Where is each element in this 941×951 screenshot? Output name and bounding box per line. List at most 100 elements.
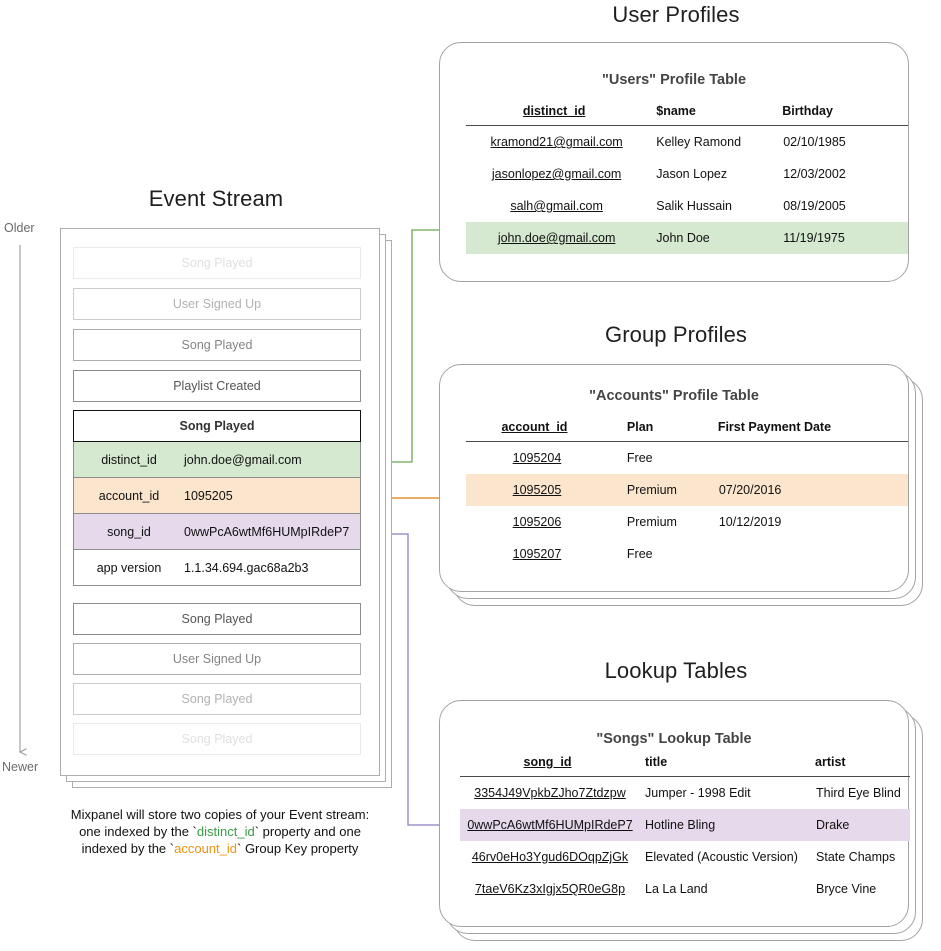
accounts-cell-plan: Free — [626, 547, 653, 561]
accounts-cell-first-payment — [718, 442, 908, 475]
event-label: Song Played — [181, 692, 253, 706]
users-cell-distinct-id: jasonlopez@gmail.com — [491, 167, 622, 181]
users-card-sheet — [439, 42, 909, 282]
users-cell-birthday: 12/03/2002 — [783, 167, 846, 181]
songs-table-row[interactable]: 3354J49VpkbZJho7Ztdzpw Jumper - 1998 Edi… — [460, 777, 910, 810]
event-item[interactable]: Song Played — [73, 247, 361, 279]
event-property-row-distinct-id[interactable]: distinct_id john.doe@gmail.com — [73, 442, 361, 478]
selected-event-card: Song Played distinct_id john.doe@gmail.c… — [73, 410, 361, 590]
songs-cell-artist: State Champs — [816, 850, 896, 864]
event-stream-caption: Mixpanel will store two copies of your E… — [35, 806, 405, 857]
event-property-row-app-version[interactable]: app version 1.1.34.694.gac68a2b3 — [73, 550, 361, 586]
accounts-table-row[interactable]: 1095204 Free — [466, 442, 908, 475]
selected-event-header[interactable]: Song Played — [73, 410, 361, 442]
selected-event-name: Song Played — [179, 419, 255, 433]
property-key: app version — [96, 560, 162, 575]
event-item[interactable]: Song Played — [73, 683, 361, 715]
property-value: john.doe@gmail.com — [184, 452, 302, 467]
songs-col-artist: artist — [815, 755, 846, 769]
songs-cell-artist: Drake — [816, 818, 850, 832]
event-item[interactable]: Song Played — [73, 603, 361, 635]
accounts-table-title: "Accounts" Profile Table — [589, 388, 759, 404]
songs-table-row[interactable]: 46rv0eHo3Ygud6DOqpZjGk Elevated (Acousti… — [460, 841, 910, 873]
caption-line-3-suffix: ` Group Key property — [237, 841, 359, 856]
songs-table-title: "Songs" Lookup Table — [596, 731, 752, 747]
accounts-cell-first-payment: 10/12/2019 — [718, 515, 782, 529]
users-cell-name: Kelley Ramond — [656, 135, 742, 149]
caption-line-2: one indexed by the `distinct_id` propert… — [35, 823, 405, 840]
songs-cell-song-id: 46rv0eHo3Ygud6DOqpZjGk — [471, 850, 629, 864]
caption-line-2-prefix: one indexed by the ` — [79, 824, 197, 839]
event-label: Song Played — [181, 338, 253, 352]
accounts-table-row[interactable]: 1095206 Premium 10/12/2019 — [466, 506, 908, 538]
users-table-row-highlighted[interactable]: john.doe@gmail.com John Doe 11/19/1975 — [466, 222, 908, 254]
users-table-row[interactable]: salh@gmail.com Salik Hussain 08/19/2005 — [466, 190, 908, 222]
event-item[interactable]: User Signed Up — [73, 643, 361, 675]
accounts-cell-plan: Premium — [626, 483, 677, 497]
accounts-cell-first-payment: 07/20/2016 — [718, 483, 782, 497]
property-key: song_id — [107, 524, 151, 539]
event-property-row-song-id[interactable]: song_id 0wwPcA6wtMf6HUMpIRdeP7 — [73, 514, 361, 550]
users-table: distinct_id $name Birthday kramond21@gma… — [466, 104, 908, 254]
users-cell-name: Salik Hussain — [656, 199, 732, 213]
event-item[interactable]: User Signed Up — [73, 288, 361, 320]
songs-cell-song-id: 3354J49VpkbZJho7Ztdzpw — [474, 786, 626, 800]
accounts-table-row[interactable]: 1095207 Free — [466, 538, 908, 570]
lookup-tables-title: Lookup Tables — [604, 658, 748, 683]
caption-account-id-key: account_id — [174, 841, 237, 856]
users-cell-distinct-id: kramond21@gmail.com — [490, 135, 623, 149]
event-label: User Signed Up — [172, 652, 262, 666]
users-cell-name: John Doe — [656, 231, 710, 245]
accounts-table-row-highlighted[interactable]: 1095205 Premium 07/20/2016 — [466, 474, 908, 506]
timeline-label-newer: Newer — [2, 760, 39, 774]
property-key: account_id — [98, 488, 160, 503]
users-cell-name: Jason Lopez — [656, 167, 728, 181]
songs-table: song_id title artist 3354J49VpkbZJho7Ztd… — [460, 755, 910, 905]
users-cell-birthday: 08/19/2005 — [783, 199, 846, 213]
users-table-header-row: distinct_id $name Birthday — [466, 104, 908, 126]
event-item[interactable]: Playlist Created — [73, 370, 361, 402]
songs-cell-title: Jumper - 1998 Edit — [645, 786, 751, 800]
songs-cell-artist: Bryce Vine — [816, 882, 877, 896]
event-label: Playlist Created — [173, 379, 261, 393]
songs-cell-title: Elevated (Acoustic Version) — [645, 850, 798, 864]
songs-cell-song-id: 7taeV6Kz3xIgjx5QR0eG8p — [474, 882, 626, 896]
accounts-col-plan: Plan — [626, 420, 654, 434]
caption-distinct-id-key: distinct_id — [196, 824, 255, 839]
event-property-row-account-id[interactable]: account_id 1095205 — [73, 478, 361, 514]
songs-card-stack — [439, 700, 923, 948]
event-label: Song Played — [181, 732, 253, 746]
users-col-distinct-id: distinct_id — [522, 104, 586, 118]
users-cell-distinct-id: john.doe@gmail.com — [497, 231, 616, 245]
songs-cell-song-id: 0wwPcA6wtMf6HUMpIRdeP7 — [467, 818, 633, 832]
accounts-cell-account-id: 1095205 — [512, 483, 562, 497]
accounts-cell-plan: Free — [626, 451, 653, 465]
songs-card-sheet-front — [439, 700, 909, 927]
users-table-row[interactable]: jasonlopez@gmail.com Jason Lopez 12/03/2… — [466, 158, 908, 190]
songs-cell-title: La La Land — [645, 882, 708, 896]
users-col-birthday: Birthday — [782, 104, 833, 118]
users-table-row[interactable]: kramond21@gmail.com Kelley Ramond 02/10/… — [466, 126, 908, 159]
event-label: Song Played — [181, 612, 253, 626]
event-item[interactable]: Song Played — [73, 723, 361, 755]
property-value: 1095205 — [184, 488, 233, 503]
accounts-col-first-payment-date: First Payment Date — [717, 420, 832, 434]
event-item[interactable]: Song Played — [73, 329, 361, 361]
event-stream-title: Event Stream — [148, 186, 284, 211]
songs-col-song-id: song_id — [523, 755, 572, 769]
users-table-title: "Users" Profile Table — [601, 72, 747, 88]
user-profiles-title: User Profiles — [612, 2, 740, 27]
songs-cell-artist: Third Eye Blind — [816, 786, 901, 800]
caption-line-2-suffix: ` property and one — [254, 824, 361, 839]
property-value: 1.1.34.694.gac68a2b3 — [184, 560, 309, 575]
event-label: User Signed Up — [172, 297, 262, 311]
caption-line-3: indexed by the `account_id` Group Key pr… — [35, 840, 405, 857]
property-value: 0wwPcA6wtMf6HUMpIRdeP7 — [184, 524, 350, 539]
users-cell-distinct-id: salh@gmail.com — [510, 199, 603, 213]
users-col-name: $name — [656, 104, 696, 118]
songs-table-row-highlighted[interactable]: 0wwPcA6wtMf6HUMpIRdeP7 Hotline Bling Dra… — [460, 809, 910, 841]
caption-line-3-prefix: indexed by the ` — [81, 841, 175, 856]
songs-cell-title: Hotline Bling — [645, 818, 716, 832]
songs-table-row[interactable]: 7taeV6Kz3xIgjx5QR0eG8p La La Land Bryce … — [460, 873, 910, 905]
property-key: distinct_id — [101, 452, 157, 467]
